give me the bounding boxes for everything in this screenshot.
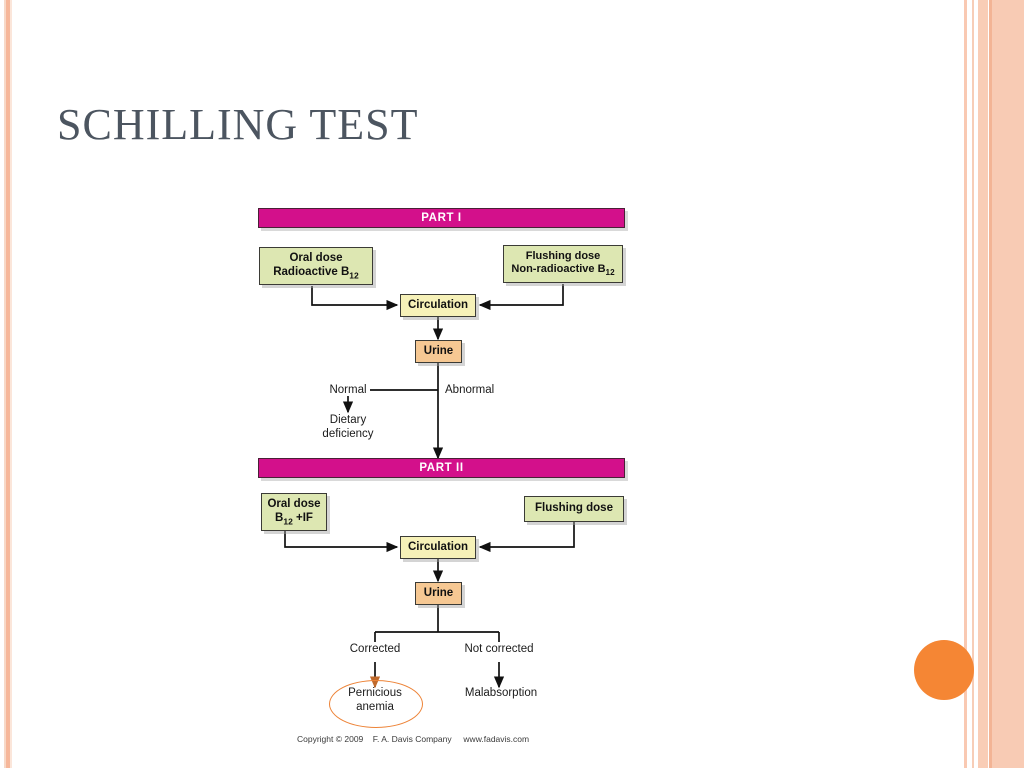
flowchart-connectors (284, 284, 575, 689)
left-edge-stripe-2 (6, 0, 10, 768)
part-2-urine-box: Urine (415, 582, 462, 605)
part-1-banner-label: PART I (421, 212, 462, 224)
part-1-oral-dose-line2: Radioactive B12 (273, 265, 359, 280)
right-edge-stripe-3 (978, 0, 988, 768)
part-2-flushing-dose-line1: Flushing dose (535, 502, 613, 515)
part-2-banner: PART II (258, 458, 625, 478)
part-2-banner-label: PART II (419, 462, 464, 474)
part-2-oral-dose-line1: Oral dose (267, 498, 321, 511)
part-1-abnormal-label: Abnormal (445, 384, 495, 396)
page-title: SCHILLING TEST (57, 100, 419, 149)
part-1-flushing-dose-line2: Non-radioactive B12 (511, 263, 615, 278)
b12-subscript: 12 (605, 268, 615, 278)
part-2-circulation-box: Circulation (400, 536, 476, 559)
right-edge-stripe-5 (992, 0, 1024, 768)
part-2-oral-dose-line2: B12 +IF (275, 511, 313, 526)
part-1-urine-box: Urine (415, 340, 462, 363)
right-edge-stripe-4 (989, 0, 992, 768)
pernicious-anemia-highlight-ellipse (329, 680, 423, 728)
corrected-label: Corrected (349, 643, 401, 655)
part-1-banner: PART I (258, 208, 625, 228)
dietary-deficiency-label: Dietary deficiency (322, 414, 374, 440)
part-1-circulation-box: Circulation (400, 294, 476, 317)
right-edge-stripe-1 (964, 0, 967, 768)
orange-circle-decoration (914, 640, 974, 700)
part-2-urine-label: Urine (423, 586, 454, 599)
schilling-test-flowchart: PART I Oral dose Radioactive B12 Flushin… (250, 200, 640, 760)
b12-subscript: 12 (283, 515, 293, 526)
part-1-flushing-dose-line1: Flushing dose (525, 250, 601, 263)
part-2-flushing-dose-box: Flushing dose (524, 496, 624, 522)
part-1-urine-label: Urine (423, 344, 454, 357)
right-edge-stripe-2 (972, 0, 974, 768)
b12-subscript: 12 (349, 269, 359, 280)
not-corrected-label: Not corrected (464, 643, 534, 655)
part-2-oral-dose-box: Oral dose B12 +IF (261, 493, 327, 531)
part-1-normal-label: Normal (329, 384, 367, 396)
pernicious-anemia-label: Pernicious anemia (348, 687, 402, 713)
part-1-flushing-dose-box: Flushing dose Non-radioactive B12 (503, 245, 623, 283)
part-1-circulation-label: Circulation (407, 298, 469, 311)
copyright-notice: Copyright © 2009 F. A. Davis Company www… (297, 734, 530, 744)
malabsorption-label: Malabsorption (464, 687, 538, 699)
part-1-oral-dose-line1: Oral dose (289, 252, 343, 265)
left-edge-stripe-3 (10, 0, 12, 768)
left-edge-stripe-1 (4, 0, 6, 768)
part-1-oral-dose-box: Oral dose Radioactive B12 (259, 247, 373, 285)
part-2-circulation-label: Circulation (407, 540, 469, 553)
